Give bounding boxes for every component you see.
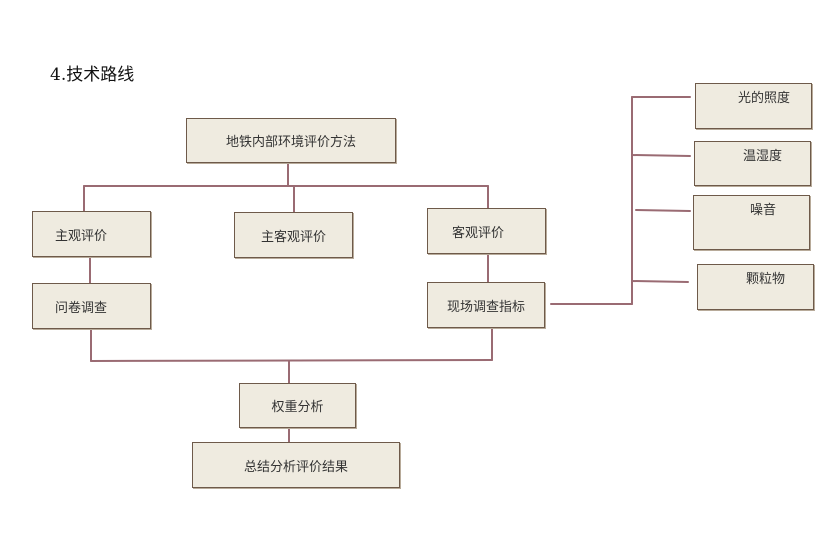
field-indicators-box: 现场调查指标 bbox=[427, 282, 545, 328]
indicator-illuminance-box: 光的照度 bbox=[695, 83, 812, 129]
indicator-noise-box: 噪音 bbox=[693, 195, 810, 250]
root-method-box: 地铁内部环境评价方法 bbox=[186, 118, 396, 163]
questionnaire-box: 问卷调查 bbox=[32, 283, 151, 329]
section-heading: 4.技术路线 bbox=[50, 65, 135, 85]
objective-evaluation-box: 客观评价 bbox=[427, 208, 546, 254]
subjective-evaluation-box: 主观评价 bbox=[32, 211, 151, 257]
indicator-temperature-humidity-box: 温湿度 bbox=[694, 141, 811, 186]
combined-evaluation-box: 主客观评价 bbox=[234, 212, 353, 258]
weight-analysis-box: 权重分析 bbox=[239, 383, 356, 428]
indicator-particulates-box: 颗粒物 bbox=[697, 264, 814, 310]
summary-result-box: 总结分析评价结果 bbox=[192, 442, 400, 488]
